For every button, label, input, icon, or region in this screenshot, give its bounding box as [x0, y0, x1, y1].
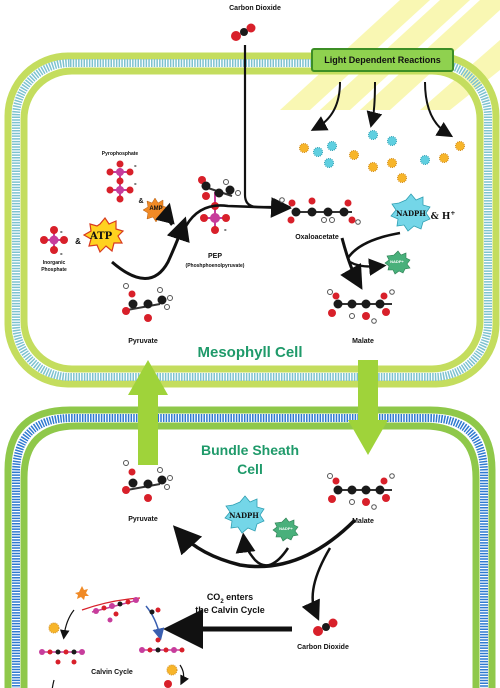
pyruvate-to-pep-arrow — [111, 216, 190, 280]
label-oxaloacetate: Oxaloacetate — [295, 234, 339, 241]
label-pyruvate-bottom: Pyruvate — [128, 516, 158, 523]
label-phosphate: Phosphate — [41, 267, 67, 273]
nadph-burst-bottom — [224, 495, 265, 534]
pyrophosphate-molecule: - - — [106, 160, 137, 203]
label-nadph-top: NADPH — [396, 209, 426, 218]
nadp-release-arrow — [349, 258, 387, 276]
svg-text:-: - — [224, 225, 227, 234]
h-plus-sup: + — [450, 210, 456, 217]
bundle-sheath-title-line2: Cell — [237, 461, 263, 477]
light-dependent-reactions-label: Light Dependent Reactions — [324, 55, 441, 65]
label-nadph-bottom: NADPH — [229, 511, 259, 520]
co2-molecule-top — [231, 23, 256, 41]
label-pyruvate-top: Pyruvate — [128, 338, 158, 345]
malate-to-pyruvate-arrow — [172, 518, 357, 569]
calvin-cycle-molecules — [39, 586, 189, 688]
label-amp: AMP — [149, 206, 163, 212]
label-h-plus: & H+ — [428, 210, 458, 222]
label-calvin-cycle: Calvin Cycle — [91, 669, 133, 676]
malate-transfer-arrow — [348, 360, 388, 455]
oxaloacetate-molecule — [279, 197, 361, 225]
mesophyll-cell-membrane — [4, 52, 500, 388]
h-plus-text: & H — [430, 212, 451, 222]
label-pep-full: (Phoshphoenolpyruvate) — [185, 263, 245, 269]
label-nadp-top: NADP+ — [390, 259, 404, 264]
inorganic-phosphate-molecule: - - — [40, 226, 68, 258]
amp-ampersand: & — [138, 198, 144, 205]
malate-molecule-top — [327, 289, 395, 324]
amp-release-arrow — [155, 202, 175, 226]
label-carbon-dioxide-top: Carbon Dioxide — [229, 5, 281, 12]
malate-molecule-bottom — [327, 473, 395, 510]
nadph-burst-top — [390, 193, 431, 232]
pyruvate-molecule-top — [122, 283, 173, 322]
bundle-sheath-title-line1: Bundle Sheath — [200, 442, 299, 458]
label-atp: ATP — [90, 231, 113, 242]
svg-text:-: - — [60, 227, 63, 236]
svg-text:-: - — [60, 249, 63, 258]
label-carbon-dioxide-bottom: Carbon Dioxide — [297, 644, 349, 651]
pyruvate-return-arrow — [128, 360, 168, 465]
co2-enters-b: enters — [223, 592, 254, 602]
label-malate-bottom: Malate — [352, 518, 374, 525]
pyruvate-molecule-bottom — [122, 460, 173, 502]
pep-to-oxaloacetate-arrow — [184, 197, 292, 227]
label-co2-enters: CO2 enters — [180, 592, 280, 605]
label-nadp-bottom: NADP+ — [279, 526, 293, 531]
malate-decarboxylation-arrow — [301, 547, 332, 621]
oxaloacetate-to-malate-arrow — [340, 237, 363, 290]
ldr-output-arrows — [310, 81, 454, 138]
label-pyrophosphate: Pyrophosphate — [101, 151, 139, 157]
nadp-burst-top — [384, 250, 411, 275]
light-dependent-reactions-box: Light Dependent Reactions — [311, 48, 454, 72]
atp-ampersand: & — [75, 237, 81, 246]
svg-text:-: - — [134, 161, 137, 170]
label-inorganic: Inorganic — [42, 260, 66, 266]
co2-enters-a: CO — [206, 592, 221, 602]
bundle-sheath-membrane — [4, 406, 496, 688]
nadp-burst-bottom — [272, 517, 299, 542]
nadp-reduction-arrow — [235, 532, 290, 567]
label-the-calvin-cycle: the Calvin Cycle — [195, 605, 265, 615]
svg-text:-: - — [134, 179, 137, 188]
co2-molecule-bottom — [313, 618, 338, 636]
nadph-consumed-arrow — [346, 231, 401, 259]
co2-enters-sub: 2 — [220, 598, 224, 605]
atp-burst — [82, 216, 125, 254]
label-malate-top: Malate — [352, 338, 374, 345]
mesophyll-cell-title: Mesophyll Cell — [197, 344, 303, 361]
label-pep: PEP — [207, 253, 222, 260]
energy-carriers — [299, 130, 465, 183]
